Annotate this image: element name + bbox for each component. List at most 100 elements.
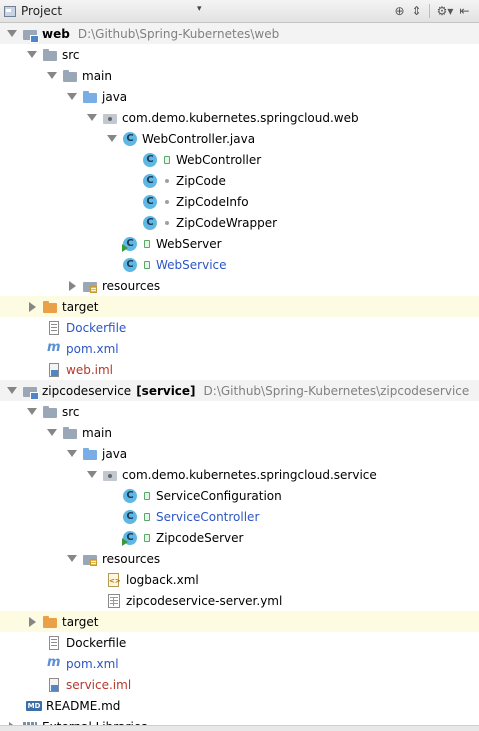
tree-node-src[interactable]: src [0,44,479,65]
tree-node-target[interactable]: target [0,296,479,317]
tree-node-src[interactable]: src [0,401,479,422]
module-folder-icon [22,26,39,43]
tree-node-resources[interactable]: resources [0,548,479,569]
node-label: main [82,68,112,83]
tree-node-webcontroller-java[interactable]: WebController.java [0,128,479,149]
node-label: ZipCodeWrapper [176,215,278,230]
tree-node-iml[interactable]: service.iml [0,674,479,695]
project-tree: web D:\Github\Spring-Kubernetes\web src … [0,23,479,731]
tree-node-java[interactable]: java [0,443,479,464]
settings-gear-icon[interactable]: ⚙▾ [436,4,454,18]
module-name: zipcodeservice [42,383,132,398]
tree-node-package[interactable]: com.demo.kubernetes.springcloud.service [0,464,479,485]
tree-node-yml[interactable]: zipcodeservice-server.yml [0,590,479,611]
node-label: src [62,47,80,62]
node-label: resources [102,278,161,293]
maven-icon [46,340,62,357]
expand-arrow-icon[interactable] [6,385,18,397]
tree-node-class[interactable]: ServiceConfiguration [0,485,479,506]
tree-node-pom[interactable]: pom.xml [0,338,479,359]
text-file-icon [46,320,62,336]
view-dropdown-icon[interactable]: ▾ [197,4,202,14]
scroll-from-source-icon[interactable]: ⊕ [394,4,405,18]
tree-node-class[interactable]: ServiceController [0,506,479,527]
resources-folder-icon [82,278,98,294]
runnable-class-icon [122,530,138,546]
tree-node-main[interactable]: main [0,422,479,443]
class-icon [142,194,158,210]
tree-node-resources[interactable]: resources [0,275,479,296]
public-visibility-icon [142,239,152,249]
expand-arrow-icon[interactable] [46,70,58,82]
iml-file-icon [46,677,62,693]
tree-node-logback[interactable]: logback.xml [0,569,479,590]
node-label: pom.xml [66,656,119,671]
hide-panel-icon[interactable]: ⇤ [459,4,470,18]
expand-arrow-icon[interactable] [66,553,78,565]
xml-file-icon [106,572,122,588]
tree-node-class[interactable]: ZipCode [0,170,479,191]
package-private-visibility-icon [162,218,172,228]
expand-arrow-icon[interactable] [86,112,98,124]
public-visibility-icon [142,533,152,543]
expand-arrow-icon[interactable] [106,133,118,145]
public-visibility-icon [162,155,172,165]
module-path: D:\Github\Spring-Kubernetes\zipcodeservi… [203,383,470,398]
expand-arrow-icon[interactable] [26,49,38,61]
tree-node-target[interactable]: target [0,611,479,632]
expand-arrow-icon[interactable] [46,427,58,439]
expand-arrow-icon[interactable] [86,469,98,481]
module-folder-icon [22,383,39,400]
class-icon [122,488,138,504]
tree-node-readme[interactable]: README.md [0,695,479,716]
module-path: D:\Github\Spring-Kubernetes\web [77,26,280,41]
node-label: ZipcodeServer [156,530,244,545]
collapse-all-icon[interactable]: ⇕ [411,4,422,18]
expand-arrow-icon[interactable] [26,406,38,418]
project-view-title: Project [21,4,63,18]
node-label: Dockerfile [66,320,127,335]
collapsed-arrow-icon[interactable] [66,280,78,292]
tree-node-web-module[interactable]: web D:\Github\Spring-Kubernetes\web [0,23,479,44]
project-toolbar: Project ▾ ⊕ ⇕ ⚙▾ ⇤ [0,0,479,23]
text-file-icon [46,635,62,651]
tree-node-iml[interactable]: web.iml [0,359,479,380]
java-file-icon [122,131,138,147]
node-label: target [62,614,99,629]
tree-node-webserver[interactable]: WebServer [0,233,479,254]
horizontal-scrollbar[interactable] [0,725,479,731]
folder-icon [62,425,78,441]
tree-node-webservice[interactable]: WebService [0,254,479,275]
tree-node-pom[interactable]: pom.xml [0,653,479,674]
tree-node-java[interactable]: java [0,86,479,107]
tree-node-class[interactable]: ZipCodeWrapper [0,212,479,233]
tree-node-class[interactable]: ZipcodeServer [0,527,479,548]
collapsed-arrow-icon[interactable] [26,301,38,313]
expand-arrow-icon[interactable] [6,28,18,40]
tree-node-dockerfile[interactable]: Dockerfile [0,632,479,653]
node-label: java [102,446,128,461]
node-label: zipcodeservice-server.yml [126,593,283,608]
toolbar-divider [429,4,430,18]
node-label: target [62,299,99,314]
excluded-folder-icon [42,299,58,315]
collapsed-arrow-icon[interactable] [26,616,38,628]
folder-icon [42,404,58,420]
node-label: Dockerfile [66,635,127,650]
project-view-icon [4,5,16,17]
expand-arrow-icon[interactable] [66,448,78,460]
node-label: README.md [46,698,121,713]
node-label: ZipCodeInfo [176,194,249,209]
tree-node-class[interactable]: ZipCodeInfo [0,191,479,212]
node-label: WebController.java [142,131,256,146]
tree-node-package[interactable]: com.demo.kubernetes.springcloud.web [0,107,479,128]
project-view-selector[interactable]: Project [4,3,62,19]
tree-node-dockerfile[interactable]: Dockerfile [0,317,479,338]
tree-node-class[interactable]: WebController [0,149,479,170]
expand-arrow-icon[interactable] [66,91,78,103]
tree-node-main[interactable]: main [0,65,479,86]
tree-node-service-module[interactable]: zipcodeservice [service] D:\Github\Sprin… [0,380,479,401]
class-icon [142,152,158,168]
package-icon [102,467,118,483]
node-label: java [102,89,128,104]
